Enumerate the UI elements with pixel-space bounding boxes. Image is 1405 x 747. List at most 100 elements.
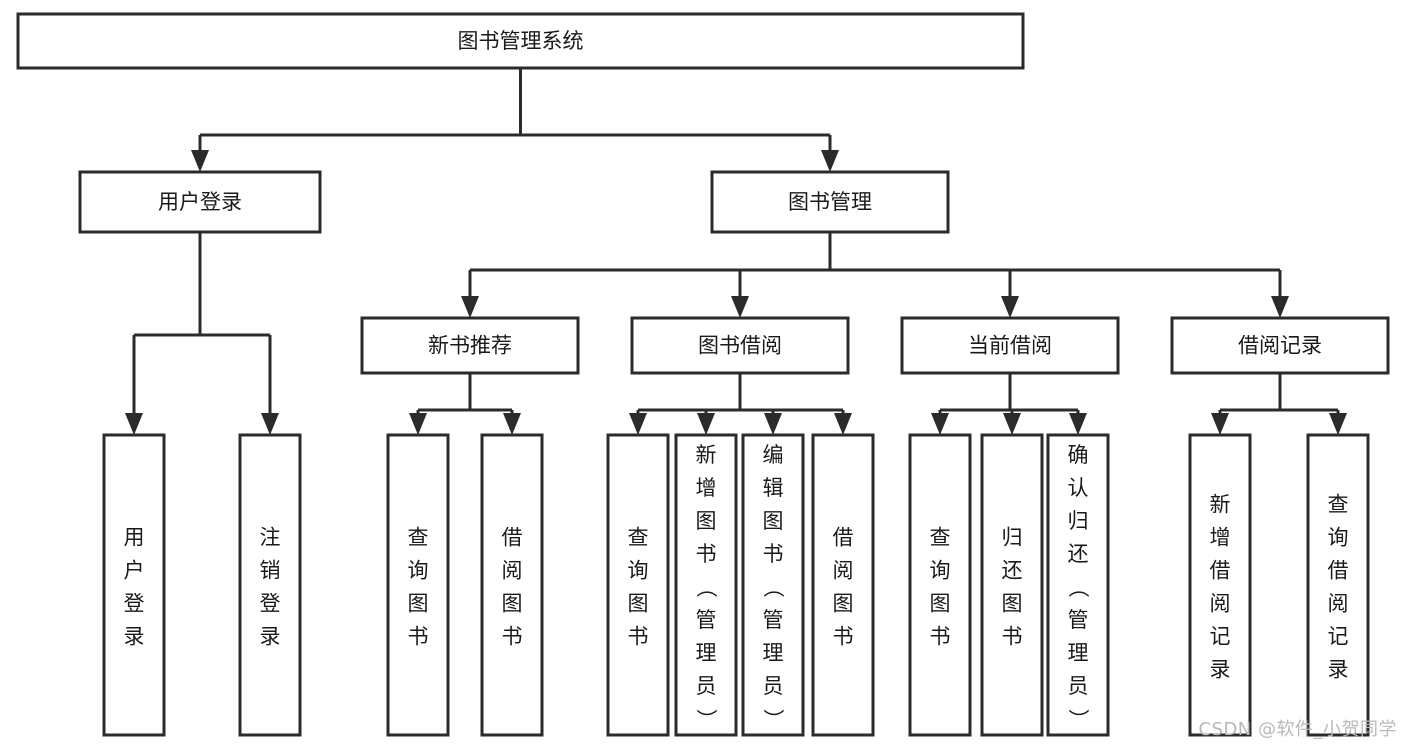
node-label-char: 户	[124, 559, 145, 583]
node-box	[630, 316, 850, 375]
node-box	[102, 433, 166, 737]
arrow-head-icon	[503, 413, 521, 435]
node-label-char: 阅	[1328, 592, 1349, 616]
node-label-char: 记	[1328, 625, 1349, 649]
node-label-char: 管	[1068, 608, 1089, 632]
arrow-head-icon	[1271, 296, 1289, 318]
node-label-char: 书	[696, 542, 717, 566]
arrow-head-icon	[731, 296, 749, 318]
node-box	[811, 433, 875, 737]
node-label-char: 询	[628, 559, 649, 583]
arrow-head-icon	[1001, 296, 1019, 318]
node-box	[78, 170, 322, 234]
node-label-char: 归	[1068, 509, 1089, 533]
arrow-head-icon	[821, 150, 839, 172]
node-current-borrow[interactable]: 当前借阅	[900, 316, 1120, 375]
arrow-head-icon	[261, 413, 279, 435]
node-label-char: 书	[833, 625, 854, 649]
node-label-char: 认	[1068, 476, 1089, 500]
arrow-head-icon	[1003, 413, 1021, 435]
node-label-char: 理	[1068, 641, 1089, 665]
node-label-char: 员	[763, 674, 784, 698]
node-label-char: 注	[260, 526, 281, 550]
node-label: 当前借阅	[968, 334, 1052, 358]
node-label-char: 理	[763, 641, 784, 665]
node-label-char: 员	[696, 674, 717, 698]
arrow-head-icon	[1211, 413, 1229, 435]
node-label-char: 增	[696, 476, 717, 500]
node-label-char: 询	[408, 559, 429, 583]
node-label-char: 录	[124, 625, 145, 649]
node-layer: 图书管理系统用户登录图书管理新书推荐图书借阅当前借阅借阅记录用户登录注销登录查询…	[16, 12, 1390, 737]
arrow-head-icon	[461, 296, 479, 318]
node-book-borrow[interactable]: 图书借阅	[630, 316, 850, 375]
node-root[interactable]: 图书管理系统	[16, 12, 1025, 70]
node-label-char: 借	[1328, 559, 1349, 583]
node-box	[900, 316, 1120, 375]
node-label-char: 记	[1210, 625, 1231, 649]
node-label-char: 图	[763, 509, 784, 533]
node-book-manage[interactable]: 图书管理	[710, 170, 950, 234]
node-label-char: 查	[628, 526, 649, 550]
arrow-head-icon	[764, 413, 782, 435]
arrow-head-icon	[409, 413, 427, 435]
connector-layer	[125, 68, 1347, 435]
node-leaf-user-login[interactable]: 用户登录	[102, 433, 166, 737]
node-label-char: 还	[1002, 559, 1023, 583]
arrow-head-icon	[697, 413, 715, 435]
node-borrow-record[interactable]: 借阅记录	[1170, 316, 1390, 375]
node-label-char: 阅	[1210, 592, 1231, 616]
node-label-char: （	[694, 577, 718, 598]
node-label-char: 借	[833, 526, 854, 550]
node-box	[1188, 433, 1252, 737]
node-box	[908, 433, 972, 737]
node-box	[710, 170, 950, 234]
arrow-head-icon	[931, 413, 949, 435]
node-label-char: 用	[124, 526, 145, 550]
node-box	[480, 433, 544, 737]
node-label-char: 登	[260, 592, 281, 616]
node-box	[741, 433, 805, 737]
node-label-char: 销	[260, 559, 281, 583]
node-label-char: 还	[1068, 542, 1089, 566]
node-label-char: 书	[1002, 625, 1023, 649]
node-label-char: ）	[694, 709, 718, 730]
node-box	[980, 433, 1044, 737]
node-box	[238, 433, 302, 737]
node-box	[606, 433, 670, 737]
node-label-char: 新	[1210, 493, 1231, 517]
arrow-head-icon	[125, 413, 143, 435]
node-box	[386, 433, 450, 737]
node-label-char: 新	[696, 443, 717, 467]
node-label: 图书管理系统	[458, 29, 584, 53]
arrow-head-icon	[1329, 413, 1347, 435]
arrow-head-icon	[834, 413, 852, 435]
node-label-char: 图	[833, 592, 854, 616]
arrow-head-icon	[1069, 413, 1087, 435]
node-user-login[interactable]: 用户登录	[78, 170, 322, 234]
node-label-char: 确	[1068, 443, 1089, 467]
node-label: 用户登录	[158, 190, 242, 214]
node-label-char: 辑	[763, 476, 784, 500]
node-label-char: 录	[260, 625, 281, 649]
node-new-book-recommend[interactable]: 新书推荐	[360, 316, 580, 375]
node-label: 图书借阅	[698, 334, 782, 358]
node-label-char: 图	[502, 592, 523, 616]
node-label-char: 员	[1068, 674, 1089, 698]
node-label-char: 查	[930, 526, 951, 550]
node-label-char: 编	[763, 443, 784, 467]
node-label-char: 图	[696, 509, 717, 533]
